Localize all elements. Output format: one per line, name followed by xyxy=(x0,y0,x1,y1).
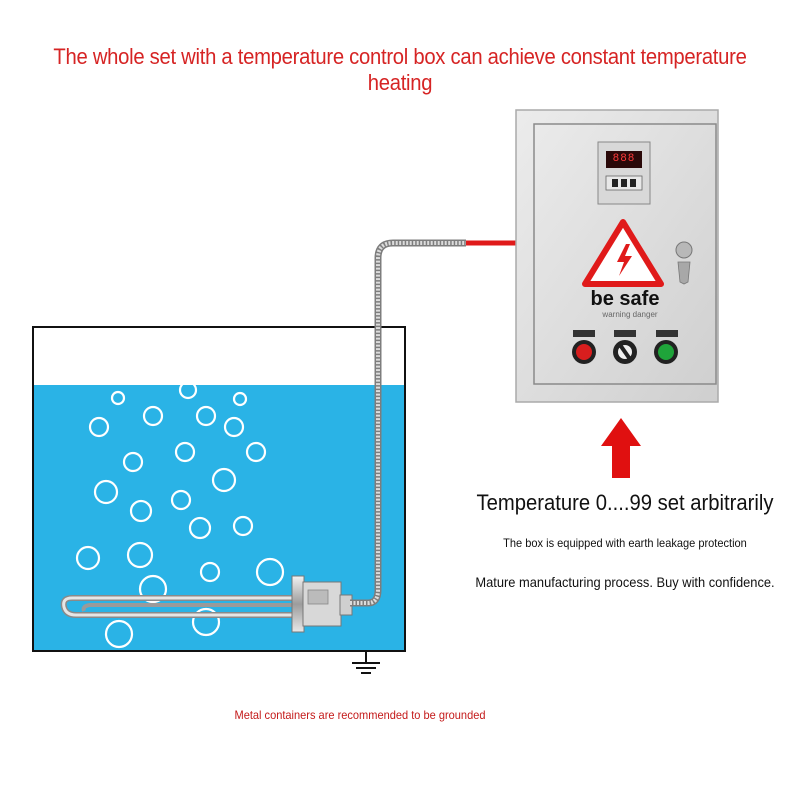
red-indicator-light xyxy=(576,344,592,360)
up-arrow-icon xyxy=(601,418,641,478)
manufacturing-text: Mature manufacturing process. Buy with c… xyxy=(475,574,775,590)
ground-note: Metal containers are recommended to be g… xyxy=(234,708,486,722)
temperature-range-text: Temperature 0....99 set arbitrarily xyxy=(476,490,774,515)
ground-icon xyxy=(352,651,380,674)
leakage-protection-text: The box is equipped with earth leakage p… xyxy=(503,536,747,550)
key-icon xyxy=(677,261,691,285)
be-safe-label: be safe xyxy=(590,288,660,310)
temperature-display xyxy=(606,151,642,168)
heating-element xyxy=(60,575,353,633)
tank-outline xyxy=(32,326,406,652)
headline: The whole set with a temperature control… xyxy=(53,44,747,95)
lock-icon xyxy=(675,241,693,259)
flexible-cable xyxy=(350,239,518,607)
temperature-control-box xyxy=(515,109,719,403)
green-indicator-light xyxy=(658,344,674,360)
lightning-icon xyxy=(617,244,632,276)
warning-danger-label: warning danger xyxy=(602,310,658,319)
display-digits: 888 xyxy=(612,153,636,165)
bubbles xyxy=(75,380,285,649)
